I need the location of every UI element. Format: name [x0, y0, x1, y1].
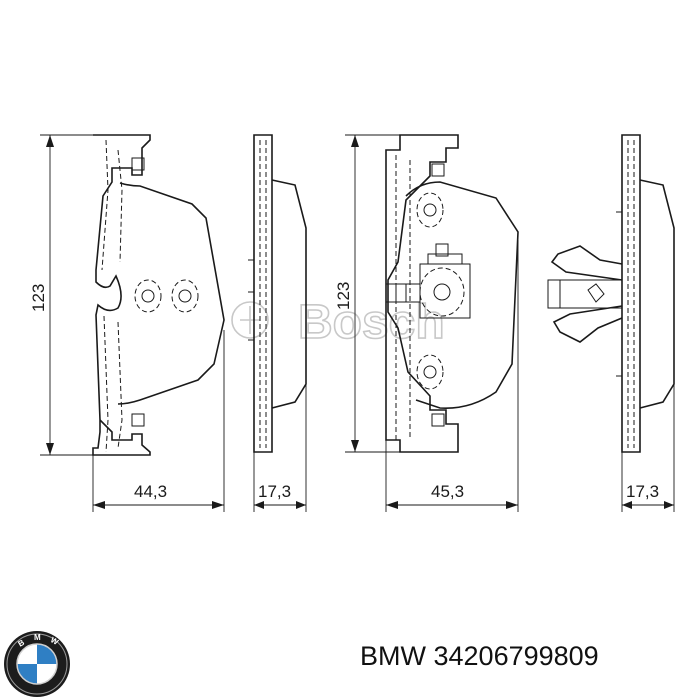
bosch-watermark: Bosch: [231, 295, 446, 350]
right-thickness-dimension: 17,3: [621, 384, 675, 512]
right-height-dimension: 123: [334, 134, 400, 453]
left-thickness-label: 17,3: [258, 482, 291, 501]
left-height-label: 123: [29, 284, 48, 312]
brand-label: BMW: [360, 641, 426, 671]
right-thickness-label: 17,3: [626, 482, 659, 501]
left-pad-front-view: [92, 134, 225, 456]
part-caption: BMW 34206799809: [360, 641, 599, 672]
svg-text:B: B: [17, 638, 27, 649]
bosch-armature-icon: [231, 301, 269, 339]
left-width-label: 44,3: [134, 482, 167, 501]
right-pad-front-view: [385, 134, 519, 453]
left-height-dimension: 123: [29, 134, 93, 456]
svg-text:M: M: [34, 633, 41, 642]
right-width-dimension: 45,3: [385, 240, 519, 512]
right-width-label: 45,3: [431, 482, 464, 501]
svg-text:W: W: [49, 635, 60, 647]
right-height-label: 123: [334, 282, 353, 310]
watermark-text: Bosch: [298, 296, 445, 349]
left-pad-side-view: [248, 134, 307, 453]
right-pad-side-view: [547, 134, 675, 453]
left-thickness-dimension: 17,3: [253, 384, 307, 512]
bmw-roundel-icon: B M W: [4, 631, 70, 697]
part-number-label: 34206799809: [433, 641, 599, 671]
left-width-dimension: 44,3: [92, 330, 225, 512]
